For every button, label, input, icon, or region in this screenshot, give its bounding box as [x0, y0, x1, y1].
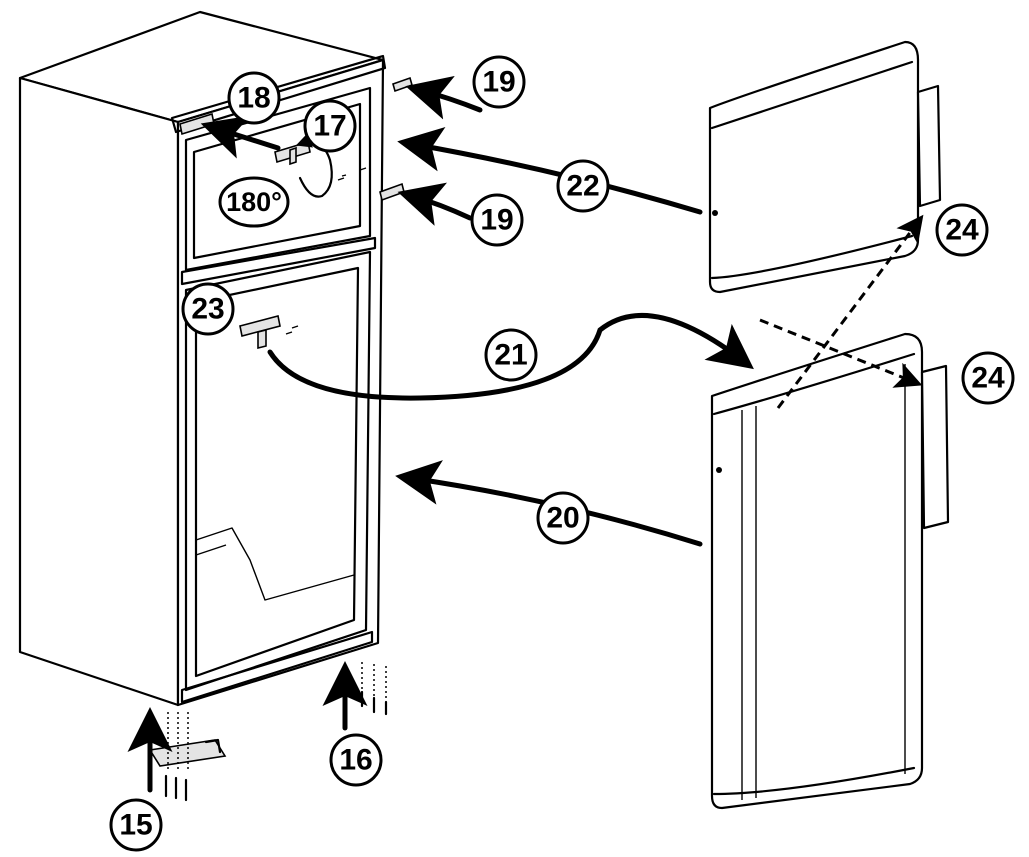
rotation-label: 180°: [226, 187, 282, 217]
freezer-door: [708, 40, 942, 294]
arrow-22: [397, 127, 703, 215]
callout-22: 22: [556, 159, 610, 213]
compartment-divider: [180, 236, 377, 286]
callout-22-label: 22: [566, 170, 599, 203]
callout-18-label: 18: [237, 82, 270, 115]
callout-21-label: 21: [494, 339, 527, 372]
fridge-door-pin-hole: [716, 467, 722, 473]
cabinet-side: [18, 76, 180, 707]
freezer-compartment: [184, 86, 372, 272]
callout-19-top: 19: [472, 55, 526, 109]
plug-19-top: [392, 76, 413, 93]
foot-screws-16: [360, 662, 388, 716]
plug-19-bottom: [379, 182, 405, 202]
freezer-door-panel: [708, 40, 920, 294]
hinge-screw-marks: [337, 167, 367, 181]
fridge-door-bottom-edge: [712, 766, 916, 796]
callout-19-bottom-label: 19: [480, 204, 513, 237]
arrow-19-top: [405, 75, 483, 120]
callout-20-label: 20: [546, 502, 579, 535]
callout-19-top-label: 19: [482, 66, 515, 99]
callout-24-top-label: 24: [945, 214, 979, 247]
fridge-compartment: [184, 250, 372, 692]
hinge-pin-left: [289, 146, 297, 166]
callout-23-label: 23: [191, 293, 224, 326]
callout-17-label: 17: [313, 110, 346, 143]
handle-swap-arrow-down: [759, 318, 923, 388]
cabinet-top-lip: [170, 54, 387, 134]
fridge-door: [710, 332, 950, 810]
callout-16-label: 16: [339, 744, 372, 777]
callout-15-label: 15: [119, 809, 152, 842]
callout-24-bottom: 24: [961, 351, 1015, 405]
bottom-hinge-tab: [204, 738, 222, 754]
callout-19-bottom: 19: [470, 193, 524, 247]
bottom-hinge-15: [148, 712, 227, 802]
fridge-door-top-edge: [712, 352, 916, 416]
middle-hinge-23: [239, 315, 299, 350]
callout-17: 17: [303, 99, 357, 153]
cabinet-plinth: [180, 630, 374, 704]
fridge-inner: [194, 266, 360, 678]
cabinet-front: [176, 58, 385, 707]
middle-hinge-plate: [239, 315, 281, 337]
callout-15: 15: [109, 798, 163, 852]
callout-24-bottom-label: 24: [971, 362, 1005, 395]
arrow-18: [200, 115, 281, 159]
middle-hinge-pin: [257, 328, 267, 350]
freezer-door-pin-hole: [712, 210, 718, 216]
crisper-shelf-edge: [195, 544, 227, 556]
callout-18: 18: [227, 71, 281, 125]
refrigerator-cabinet: [18, 10, 387, 707]
callout-21: 21: [484, 328, 538, 382]
freezer-door-handle: [916, 84, 942, 208]
middle-hinge-screws: [285, 325, 299, 335]
callout-20: 20: [536, 491, 590, 545]
arrow-19-bottom: [397, 182, 473, 226]
callout-16: 16: [329, 733, 383, 787]
freezer-door-bottom-edge: [710, 234, 914, 280]
callout-rotation: 180°: [218, 176, 290, 228]
fridge-door-panel: [710, 332, 924, 810]
callout-24-top: 24: [935, 203, 989, 257]
freezer-door-top-edge: [710, 60, 914, 130]
arrow-21: [267, 313, 754, 401]
callout-23: 23: [181, 282, 235, 336]
handle-swap-arrow-up: [776, 214, 924, 409]
fridge-door-handle: [920, 364, 950, 530]
crisper-shelf: [195, 527, 355, 601]
